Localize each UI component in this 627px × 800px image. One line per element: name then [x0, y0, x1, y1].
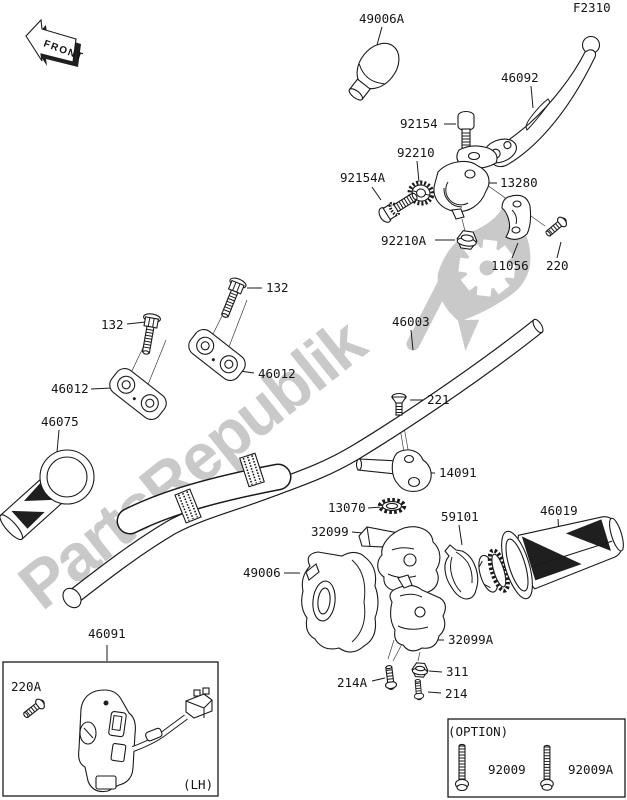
throttle-grip-46019-drawing — [478, 516, 624, 600]
callout-11056: 11056 — [491, 258, 529, 273]
callout-214A: 214A — [337, 675, 368, 690]
left-grip-46075-drawing — [0, 449, 95, 541]
holder-clamp-11056-drawing — [501, 194, 532, 240]
switch-assembly-46091-drawing — [78, 687, 213, 793]
clutch-lever-drawing — [483, 35, 601, 168]
callout-92210: 92210 — [397, 145, 435, 160]
pivot-bolt-92154-drawing — [457, 110, 475, 154]
callout-46075: 46075 — [41, 414, 79, 429]
callout-132-lower: 132 — [101, 317, 124, 332]
callout-49006A: 49006A — [359, 11, 405, 26]
callout-46019: 46019 — [540, 503, 578, 518]
throttle-housing-32099a-drawing — [389, 574, 446, 652]
handlebar-clamp-46012-left-drawing — [105, 363, 171, 425]
callout-46003: 46003 — [392, 314, 430, 329]
callout-14091: 14091 — [439, 465, 477, 480]
clamp-bolt-132-left-drawing — [136, 312, 162, 357]
callout-311: 311 — [446, 664, 469, 679]
callout-32099A: 32099A — [448, 632, 494, 647]
locknut-13070-drawing — [377, 497, 407, 515]
callout-92154: 92154 — [400, 116, 438, 131]
figure-code: F2310 — [573, 0, 611, 15]
callout-221: 221 — [427, 392, 450, 407]
callout-46092: 46092 — [501, 70, 539, 85]
lever-holder-13280-drawing — [433, 145, 498, 220]
callout-220: 220 — [546, 258, 569, 273]
callout-92009A: 92009A — [568, 762, 614, 777]
cable-holder-14091-drawing — [355, 449, 432, 492]
rubber-cover-49006-drawing — [301, 551, 379, 653]
callout-46012-left: 46012 — [51, 381, 89, 396]
bolt-92154a-drawing — [378, 192, 418, 223]
callout-92009: 92009 — [488, 762, 526, 777]
callout-32099: 32099 — [311, 524, 349, 539]
lh-switch-inset — [2, 661, 219, 797]
callout-92210A: 92210A — [381, 233, 427, 248]
callout-59101: 59101 — [441, 509, 479, 524]
callout-46091: 46091 — [88, 626, 126, 641]
option-inset — [447, 718, 626, 798]
callout-13280: 13280 — [500, 175, 538, 190]
callout-49006: 49006 — [243, 565, 281, 580]
callout-92154A: 92154A — [340, 170, 386, 185]
callout-214: 214 — [445, 686, 468, 701]
callout-132-upper: 132 — [266, 280, 289, 295]
handlebar-46003-drawing — [62, 318, 544, 609]
callout-46012-right: 46012 — [258, 366, 296, 381]
screw-220-drawing — [542, 214, 570, 240]
option-inset-caption: (OPTION) — [448, 724, 509, 739]
screw-221-drawing — [390, 392, 408, 416]
callout-220A: 220A — [11, 679, 42, 694]
front-direction-marker: FRONT — [25, 18, 85, 67]
grip-clamp-59101-drawing — [444, 544, 479, 600]
handlebar-clamp-46012-right-drawing — [184, 324, 250, 386]
screw-214a-drawing — [382, 664, 398, 691]
nut-92210a-drawing — [456, 230, 478, 250]
screw-214-drawing — [412, 678, 425, 701]
callout-13070: 13070 — [328, 500, 366, 515]
lh-inset-caption: (LH) — [183, 777, 214, 792]
dust-cover-49006a-drawing — [348, 42, 400, 101]
gear-icon — [458, 239, 516, 297]
clamp-bolt-132-right-drawing — [215, 275, 248, 321]
nut-311-drawing — [411, 662, 429, 678]
